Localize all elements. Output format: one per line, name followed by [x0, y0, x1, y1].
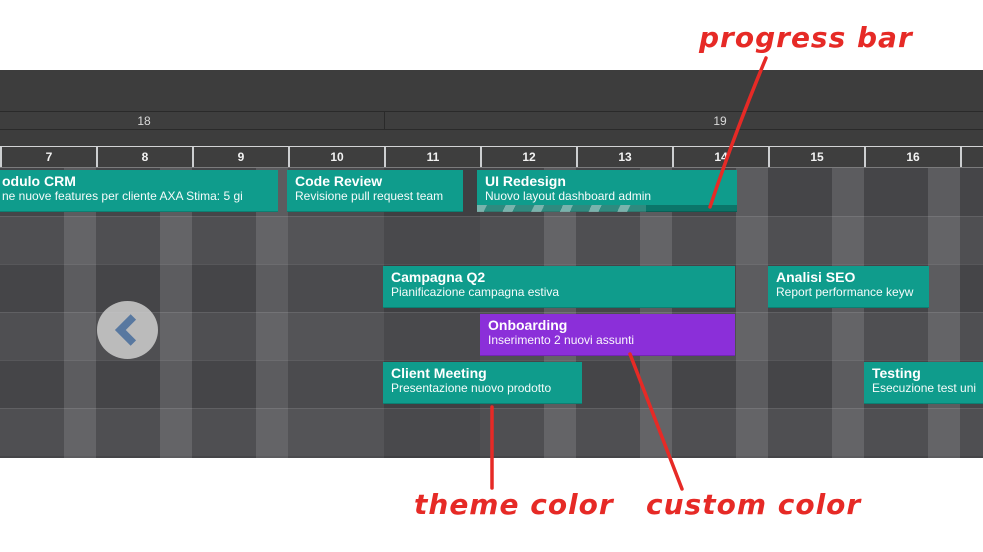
day-cell: 16: [864, 147, 960, 167]
week-label: 18: [137, 114, 151, 128]
annotation-progress-bar: progress bar: [699, 21, 913, 54]
row-line: [0, 360, 983, 361]
task-title: odulo CRM: [2, 173, 76, 189]
chevron-left-icon: [114, 314, 136, 346]
grid-column: [544, 168, 576, 458]
task-progress-bar[interactable]: [477, 205, 646, 212]
grid-column: [0, 168, 64, 458]
row-line: [0, 264, 983, 265]
task-subtitle: Nuovo layout dashboard admin: [485, 189, 652, 203]
row-line: [0, 312, 983, 313]
day-cell: 9: [192, 147, 288, 167]
week-divider: [384, 112, 385, 129]
grid-column: [768, 168, 832, 458]
task-subtitle: Revisione pull request team: [295, 189, 444, 203]
grid-column: [928, 168, 960, 458]
grid-column: [384, 168, 480, 458]
grid-column: [192, 168, 256, 458]
grid-column: [160, 168, 192, 458]
task-title: Campagna Q2: [391, 269, 486, 285]
day-cell: 15: [768, 147, 864, 167]
day-cell: 8: [96, 147, 192, 167]
task-subtitle: Inserimento 2 nuovi assunti: [488, 333, 635, 347]
task-title: Analisi SEO: [776, 269, 856, 285]
task-title: Code Review: [295, 173, 383, 189]
task-title: Client Meeting: [391, 365, 487, 381]
grid-column: [832, 168, 864, 458]
day-cell: [960, 147, 983, 167]
day-cell: 13: [576, 147, 672, 167]
grid-column: [736, 168, 768, 458]
prev-nav-button[interactable]: [97, 301, 158, 359]
day-cell: 11: [384, 147, 480, 167]
task-progress-track: [477, 205, 737, 212]
row-stripe: [0, 408, 983, 456]
day-cell: 12: [480, 147, 576, 167]
day-cell: 10: [288, 147, 384, 167]
task-subtitle: Esecuzione test uni: [872, 381, 977, 395]
annotation-theme-color: theme color: [414, 488, 614, 521]
day-cell: 14: [672, 147, 768, 167]
task-subtitle: Report performance keyw: [776, 285, 914, 299]
row-line: [0, 216, 983, 217]
grid-column: [864, 168, 928, 458]
grid-column: [256, 168, 288, 458]
grid-column: [64, 168, 96, 458]
task-title: Testing: [872, 365, 921, 381]
task-title: UI Redesign: [485, 173, 566, 189]
task-subtitle: ne nuove features per cliente AXA Stima:…: [2, 189, 243, 203]
task-title: Onboarding: [488, 317, 568, 333]
day-cell: 7: [0, 147, 96, 167]
row-stripe: [0, 216, 983, 264]
task-subtitle: Presentazione nuovo prodotto: [391, 381, 552, 395]
task-subtitle: Pianificazione campagna estiva: [391, 285, 560, 299]
timeline-header-band: [0, 70, 983, 112]
annotation-custom-color: custom color: [646, 488, 862, 521]
grid-column: [288, 168, 384, 458]
row-line: [0, 408, 983, 409]
week-label: 19: [713, 114, 727, 128]
